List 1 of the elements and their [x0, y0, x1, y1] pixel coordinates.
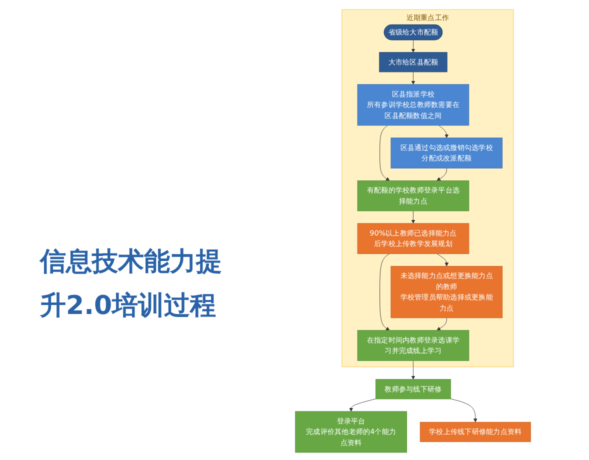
- slide-title: 信息技术能力提升2.0培训过程: [40, 246, 223, 323]
